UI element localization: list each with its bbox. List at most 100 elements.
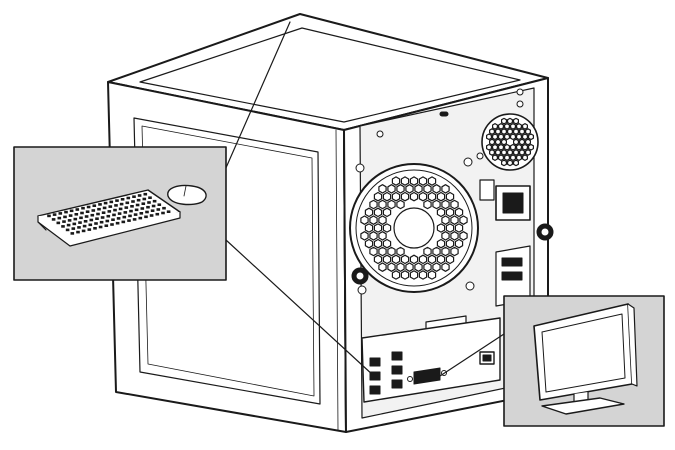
leader-line-keyboard-bottom	[225, 239, 375, 377]
keyboard-key	[141, 202, 146, 205]
keyboard-key	[126, 196, 131, 200]
keyboard-key	[105, 219, 110, 223]
grille-cell	[423, 246, 432, 257]
grille-cell	[445, 207, 455, 218]
grille-cell	[423, 262, 432, 272]
ethernet-port-inner	[482, 354, 492, 362]
keyboard-key	[139, 212, 144, 215]
grille-cell	[418, 254, 428, 265]
grille-cell	[501, 138, 507, 146]
keyboard-key	[84, 215, 89, 218]
keyboard-key	[106, 214, 111, 218]
grille-cell	[501, 128, 507, 135]
keyboard-key	[119, 202, 124, 206]
keyboard-key	[77, 226, 81, 229]
grille-cell	[396, 262, 405, 272]
grille-cell	[387, 262, 396, 272]
grille-cell	[515, 143, 523, 151]
grille-cell	[373, 223, 383, 233]
grille-cell	[378, 262, 387, 272]
keyboard-key	[117, 212, 122, 215]
keyboard-key	[80, 211, 84, 215]
keyboard-key	[121, 220, 126, 224]
grille-cell	[427, 270, 437, 280]
keyboard-key	[81, 206, 85, 210]
grille-cell	[423, 199, 432, 210]
expansion-port	[501, 257, 523, 267]
keyboard-key	[97, 207, 101, 211]
grille-cell	[486, 133, 492, 141]
keyboard-key	[145, 210, 149, 214]
grille-cell	[510, 143, 517, 151]
keyboard-key	[61, 225, 65, 228]
grille-cell	[495, 149, 501, 156]
screw-icon	[355, 163, 365, 173]
keyboard-keys	[47, 192, 171, 235]
screw-icon	[463, 157, 473, 167]
keyboard-key	[86, 205, 91, 209]
grille-cell	[423, 184, 432, 194]
keyboard-key	[101, 211, 106, 214]
grille-cell	[396, 184, 405, 194]
grille-cell	[378, 199, 387, 210]
grille-cell	[445, 254, 455, 265]
keyboard-key	[113, 208, 117, 212]
usb-port-icon	[369, 371, 381, 381]
grille-cell	[512, 149, 520, 156]
grille-cell	[459, 231, 468, 241]
leader-line-keyboard-top	[217, 21, 291, 187]
grille-cell	[387, 184, 396, 194]
grille-cell	[373, 238, 383, 249]
grille-cell	[436, 207, 446, 218]
mouse-icon	[167, 184, 207, 206]
grille-cell	[507, 149, 514, 156]
keyboard-key	[120, 198, 125, 201]
keyboard-key	[123, 211, 128, 214]
server-side-panel-inner	[141, 125, 315, 397]
grille-cell	[378, 184, 387, 194]
grille-cell	[391, 176, 401, 186]
keyboard-key	[100, 216, 105, 219]
grille-cell	[409, 254, 419, 265]
keyboard-key	[112, 213, 116, 217]
grille-cell	[495, 138, 501, 146]
lock-slot-icon	[439, 111, 449, 117]
grille-cell	[436, 238, 446, 249]
keyboard-key	[162, 206, 166, 210]
keyboard-front-edge	[37, 211, 181, 247]
grille-cell	[373, 254, 383, 265]
keyboard-key	[98, 225, 103, 229]
keyboard-mouse-callout	[13, 146, 227, 281]
keyboard-key	[58, 212, 63, 215]
grille-cell	[391, 270, 401, 280]
grille-cell	[396, 246, 405, 257]
power-socket	[502, 192, 524, 214]
grille-cell	[405, 262, 414, 272]
keyboard-key	[114, 204, 118, 207]
grille-cell	[364, 207, 374, 218]
grille-cell	[441, 246, 450, 257]
monitor-callout	[503, 295, 665, 427]
grille-cell	[427, 191, 437, 202]
keyboard-key	[132, 195, 136, 198]
grille-cell	[360, 215, 369, 225]
keyboard-key	[85, 210, 90, 213]
keyboard-key	[96, 212, 100, 216]
grille-cell	[524, 128, 532, 135]
grille-cell	[418, 270, 428, 280]
keyboard-key	[122, 215, 127, 219]
screw-icon	[465, 281, 475, 291]
grille-cell	[378, 215, 387, 225]
grille-cell	[418, 176, 428, 186]
grille-cell	[382, 223, 392, 233]
vga-port-icon	[413, 367, 441, 385]
grille-cell	[518, 138, 526, 146]
callout-leaders	[217, 21, 505, 377]
screw-icon	[516, 100, 524, 108]
grille-cell	[409, 270, 419, 280]
keyboard-key	[74, 213, 79, 216]
keyboard-key	[57, 216, 62, 220]
grille-cell	[436, 191, 446, 202]
grille-cell	[382, 191, 392, 202]
keyboard-key	[124, 206, 129, 209]
